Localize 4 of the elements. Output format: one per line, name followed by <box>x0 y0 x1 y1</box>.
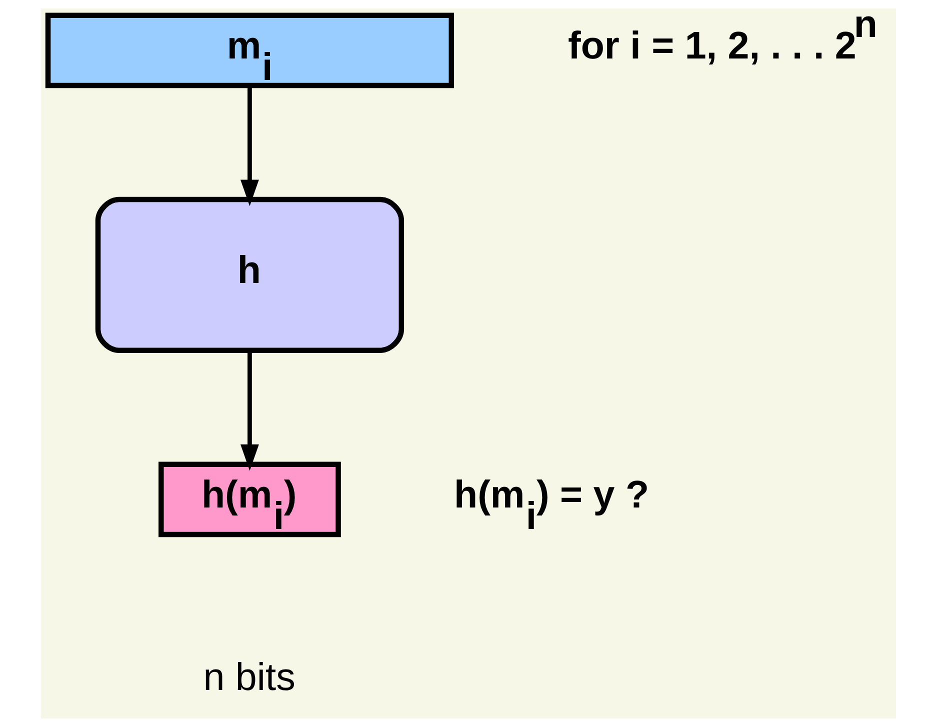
node-box: h <box>94 196 404 353</box>
arrow <box>240 86 258 206</box>
arrow <box>240 350 258 471</box>
label: n bits <box>202 656 295 699</box>
